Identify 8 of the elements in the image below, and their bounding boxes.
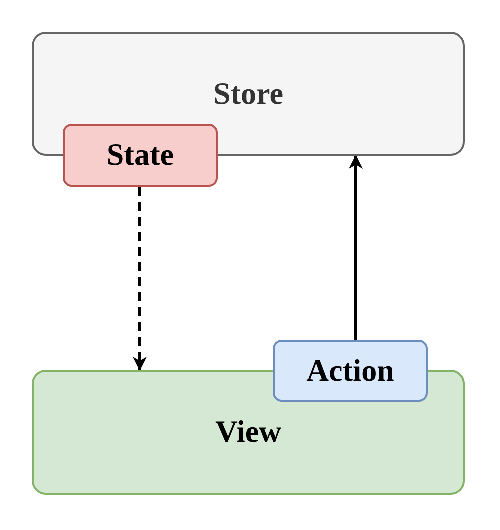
node-label: Store [213, 76, 284, 112]
node-label: View [216, 415, 282, 450]
dashed-arrow [133, 187, 147, 371]
state-box [63, 124, 218, 187]
action-box [273, 340, 428, 402]
node-label: State [106, 138, 174, 173]
arrow [349, 155, 363, 340]
node-label: Action [306, 354, 394, 388]
